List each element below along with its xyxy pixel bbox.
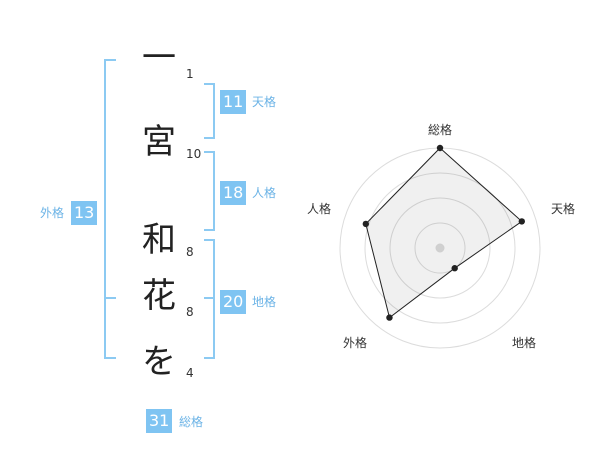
name-char-5: を <box>142 342 176 382</box>
jinkaku-value: 18 <box>220 181 247 205</box>
name-char-1: 一 <box>142 38 176 78</box>
stroke-count-4: 8 <box>186 305 194 319</box>
radar-center <box>435 243 445 253</box>
stroke-count-2: 10 <box>186 147 202 161</box>
tenkaku-label: 天格 <box>252 95 277 109</box>
radar-point-1 <box>518 218 525 225</box>
tenkaku-bracket <box>204 83 215 139</box>
radar-label-soukaku: 総格 <box>428 123 453 137</box>
jinkaku-bracket <box>204 151 215 231</box>
radar-label-chikaku: 地格 <box>512 336 537 350</box>
radar-point-4 <box>362 220 370 228</box>
jinkaku-label: 人格 <box>252 186 277 200</box>
name-char-3: 和 <box>142 220 176 260</box>
radar-point-3 <box>386 314 393 321</box>
gaikaku-bracket <box>104 59 116 359</box>
radar-label-tenkaku: 天格 <box>551 202 576 216</box>
radar-label-jinkaku: 人格 <box>307 202 332 216</box>
gaikaku-label: 外格 <box>40 206 65 220</box>
stroke-count-3: 8 <box>186 245 194 259</box>
soukaku-value: 31 <box>146 409 173 433</box>
stroke-count-1: 1 <box>186 67 194 81</box>
radar-ring-1 <box>414 222 466 274</box>
radar-point-0 <box>436 144 444 152</box>
radar-label-gaikaku: 外格 <box>343 336 368 350</box>
chikaku-label: 地格 <box>252 295 277 309</box>
soukaku-label: 総格 <box>179 415 204 429</box>
radar-ring-3 <box>364 172 516 324</box>
radar-point-2 <box>451 265 458 272</box>
radar-polygon <box>365 147 523 319</box>
gaikaku-value: 13 <box>71 201 98 225</box>
chikaku-value: 20 <box>220 290 247 314</box>
stroke-count-5: 4 <box>186 366 194 380</box>
name-char-2: 宮 <box>142 122 176 162</box>
name-char-4: 花 <box>142 276 176 316</box>
tenkaku-value: 11 <box>220 90 247 114</box>
radar-ring-2 <box>389 197 491 299</box>
